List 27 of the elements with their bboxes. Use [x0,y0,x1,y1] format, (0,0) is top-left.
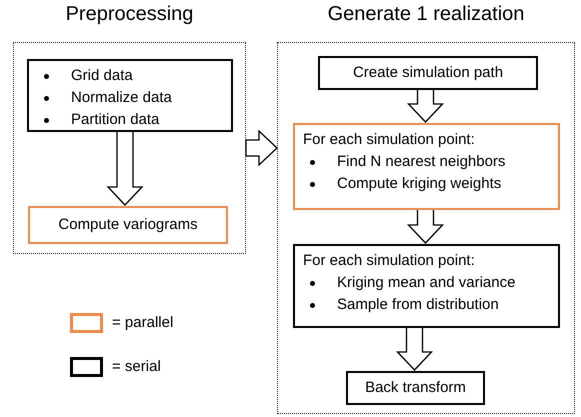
process-box [293,244,560,328]
process-box [346,371,485,405]
process-box [318,56,538,90]
block-arrow [396,326,433,371]
block-arrow [106,130,144,206]
bullet-item: Grid data [71,67,133,84]
block-arrow [245,130,278,166]
legend-label: = serial [112,358,161,375]
panel-title: Preprocessing [64,3,194,26]
process-box [293,123,560,210]
box-text: For each simulation point: [303,251,476,271]
panel-title: Generate 1 realization [326,3,526,26]
block-arrow [407,208,444,244]
box-text: Create simulation path [352,63,504,83]
process-box [27,59,233,132]
bullet-item: Partition data [71,111,160,128]
bullet-item: Kriging mean and variance [337,274,516,291]
legend-label: = parallel [112,314,174,331]
bullet-item: Sample from distribution [337,296,499,313]
bullet-item: Find N nearest neighbors [337,153,506,170]
process-box [28,206,228,244]
box-text: For each simulation point: [303,130,476,150]
bullet-item: Normalize data [71,89,172,106]
box-text: Back transform [365,378,466,398]
bullet-item: Compute kriging weights [337,175,502,192]
block-arrow [407,88,444,123]
box-text: Compute variograms [58,215,198,235]
